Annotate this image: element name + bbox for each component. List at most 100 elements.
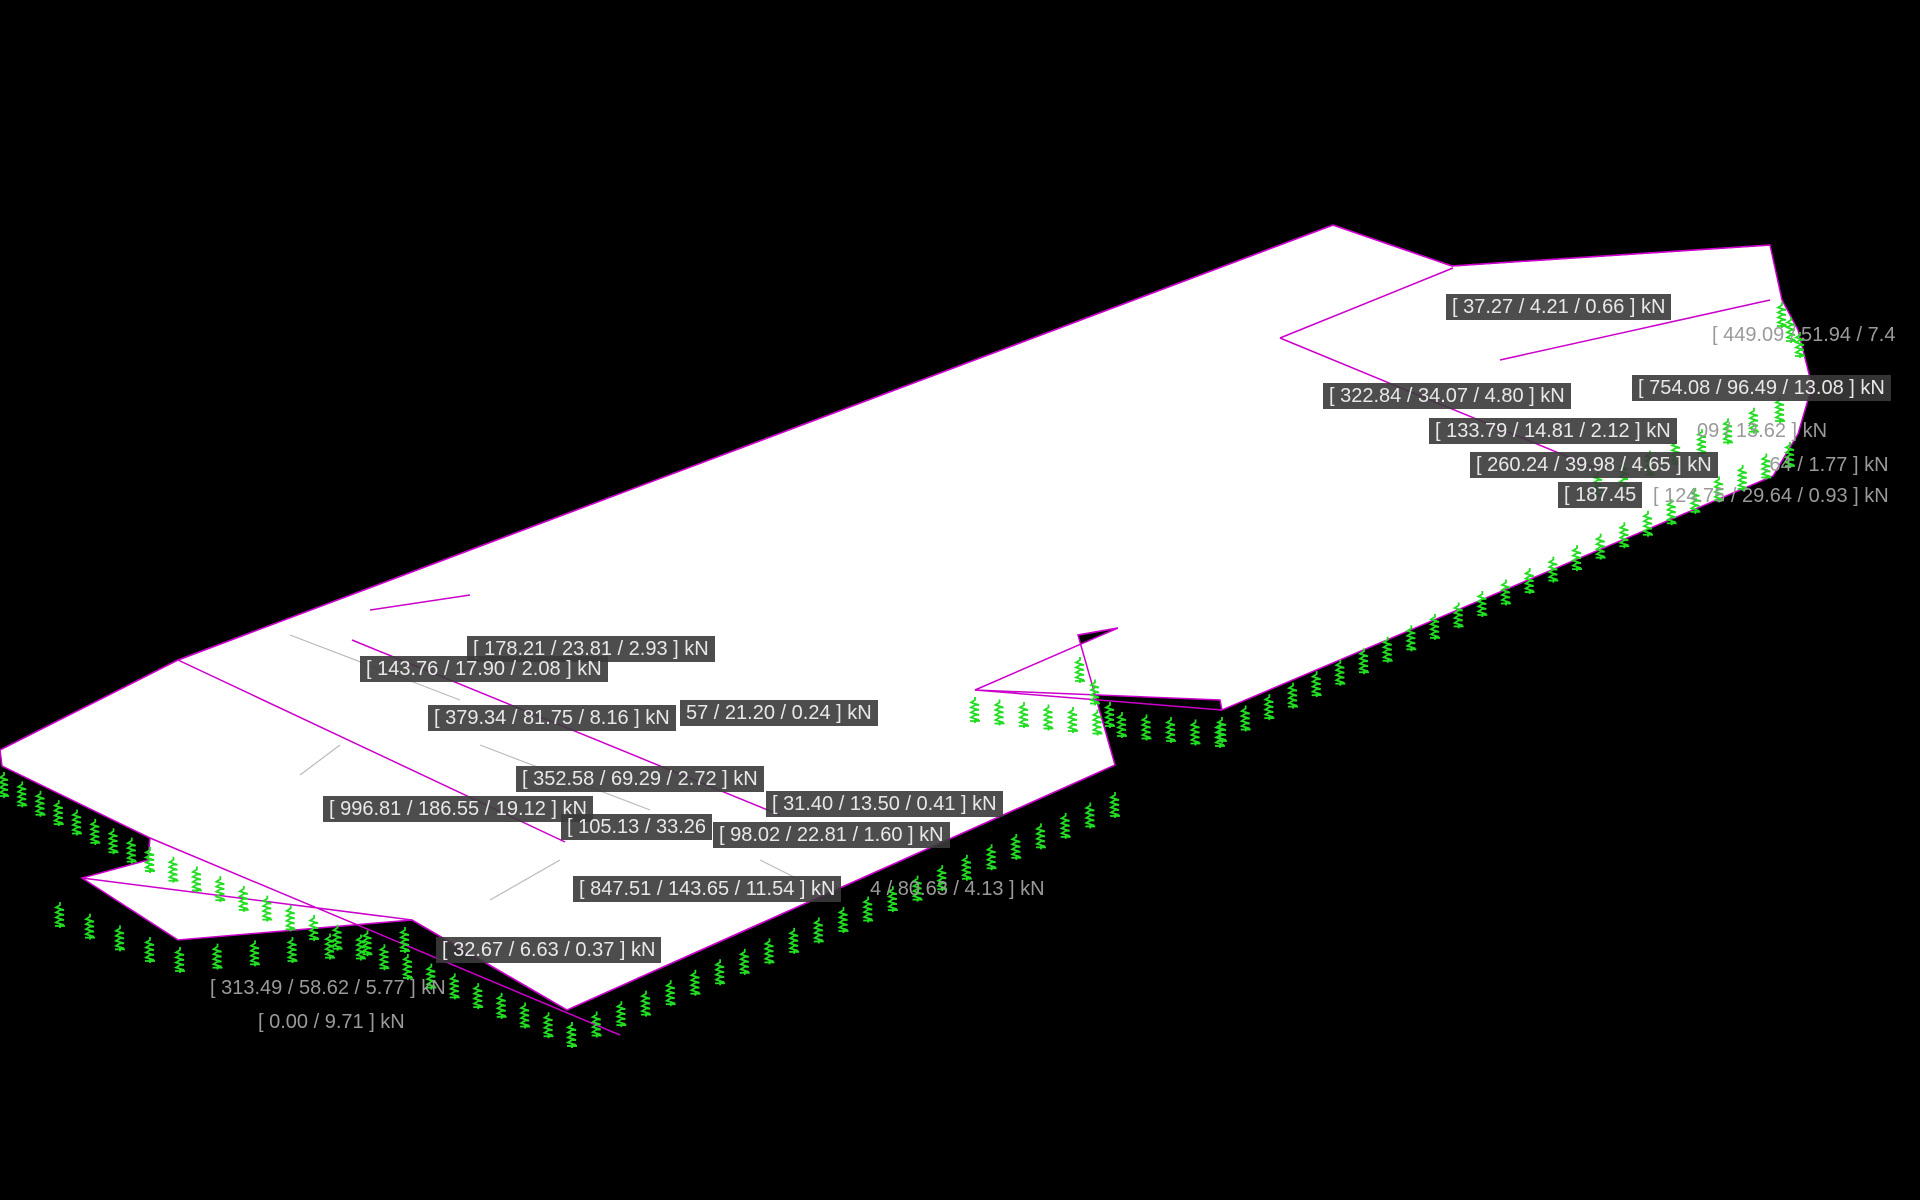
spring-support-icon <box>16 781 28 808</box>
slab-edge-line <box>1451 244 1771 267</box>
reaction-label: [ 352.58 / 69.29 / 2.72 ] kN <box>516 766 764 792</box>
spring-support-icon <box>1108 792 1120 818</box>
spring-support-icon <box>1286 682 1298 709</box>
spring-support-icon <box>1263 694 1275 721</box>
reaction-label: 4 / 80.63 / 4.13 ] kN <box>870 878 1045 900</box>
spring-support-icon <box>1665 499 1677 526</box>
spring-support-icon <box>812 917 824 944</box>
slab-edge-line <box>1332 224 1453 267</box>
spring-support-icon <box>1499 579 1511 606</box>
spring-support-icon <box>862 896 874 923</box>
slab-edge-line <box>0 659 179 751</box>
spring-support-icon <box>331 924 343 951</box>
reaction-label: [ 32.67 / 6.63 / 0.37 ] kN <box>436 937 662 963</box>
spring-support-icon <box>143 847 155 873</box>
spring-support-icon <box>448 973 460 1000</box>
reaction-label: 09 / 13.62 ] kN <box>1697 420 1828 442</box>
spring-supports <box>0 302 1805 1048</box>
spring-support-icon <box>960 854 972 881</box>
spring-support-icon <box>1641 510 1653 537</box>
spring-support-icon <box>70 809 82 836</box>
spring-support-icon <box>936 865 948 892</box>
spring-support-icon <box>1042 704 1054 731</box>
reaction-label: [ 31.40 / 13.50 / 0.41 ] kN <box>766 791 1003 817</box>
spring-support-icon <box>542 1012 554 1039</box>
slab-edge-line <box>369 594 471 611</box>
spring-support-icon <box>107 828 119 855</box>
spring-support-icon <box>1115 712 1127 738</box>
spring-support-icon <box>89 818 101 845</box>
spring-support-icon <box>167 856 179 883</box>
reaction-label: [ 260.24 / 39.98 / 4.65 ] kN <box>1470 452 1718 478</box>
spring-support-icon <box>518 1002 531 1029</box>
spring-support-icon <box>1775 302 1787 328</box>
spring-support-icon <box>1091 709 1103 736</box>
reaction-label: 57 / 21.20 / 0.24 ] kN <box>680 700 878 726</box>
spring-support-icon <box>34 790 46 817</box>
spring-support-icon <box>1010 833 1022 860</box>
spring-support-icon <box>53 902 65 928</box>
spring-support-icon <box>425 963 437 990</box>
spring-support-icon <box>361 930 373 957</box>
spring-support-icon <box>83 913 95 940</box>
spring-support-icon <box>911 875 923 902</box>
spring-support-icon <box>968 697 980 723</box>
spring-support-icon <box>1189 719 1201 746</box>
spring-support-icon <box>1066 707 1078 733</box>
spring-support-icon <box>248 940 260 967</box>
spring-support-icon <box>0 772 9 798</box>
spring-support-icon <box>1793 332 1805 358</box>
spring-support-icon <box>1103 702 1115 728</box>
spring-support-icon <box>1084 802 1096 829</box>
spring-support-icon <box>495 992 507 1019</box>
reaction-label: [ 133.79 / 14.81 / 2.12 ] kN <box>1429 418 1677 444</box>
spring-support-icon <box>398 927 410 953</box>
spring-support-icon <box>590 1011 602 1038</box>
spring-support-icon <box>615 1001 627 1028</box>
spring-support-icon <box>1381 636 1393 663</box>
spring-support-icon <box>1017 702 1029 728</box>
reaction-label: [ 754.08 / 96.49 / 13.08 ] kN <box>1632 375 1891 401</box>
spring-support-icon <box>472 983 484 1010</box>
slab-edge-line <box>1077 627 1119 636</box>
spring-support-icon <box>1164 717 1176 743</box>
spring-support-icon <box>787 927 800 954</box>
spring-support-icon <box>190 866 202 893</box>
reaction-label: [ 313.49 / 58.62 / 5.77 ] kN <box>210 977 446 999</box>
spring-support-icon <box>211 943 223 970</box>
spring-support-icon <box>1747 407 1759 434</box>
spring-support-icon <box>886 886 898 913</box>
spring-support-icon <box>1357 648 1369 675</box>
spring-support-icon <box>113 925 125 952</box>
spring-support-icon <box>713 959 726 986</box>
spring-support-icon <box>738 948 750 975</box>
reaction-label: [ 143.76 / 17.90 / 2.08 ] kN <box>360 656 608 682</box>
spring-support-icon <box>354 934 366 961</box>
spring-support-icon <box>401 953 413 980</box>
spring-support-icon <box>1034 823 1046 850</box>
spring-support-icon <box>1784 317 1796 343</box>
spring-support-icon <box>837 907 849 933</box>
spring-support-icon <box>1618 522 1630 549</box>
spring-support-icon <box>1059 812 1071 839</box>
spring-support-icon <box>1721 418 1733 445</box>
spring-support-icon <box>1405 625 1417 652</box>
spring-support-icon <box>1712 476 1724 503</box>
slab-edge-line <box>411 919 568 1011</box>
spring-support-icon <box>985 844 997 871</box>
slab-edge-line <box>149 837 621 1036</box>
spring-support-icon <box>1570 545 1582 572</box>
spring-support-icon <box>284 905 296 932</box>
spring-support-icon <box>1215 717 1227 743</box>
spring-support-icon <box>378 944 390 971</box>
spring-support-icon <box>1476 590 1488 617</box>
reaction-label: [ 379.34 / 81.75 / 8.16 ] kN <box>428 705 676 731</box>
reaction-label: [ 37.27 / 4.21 / 0.66 ] kN <box>1446 294 1672 320</box>
spring-support-icon <box>1523 568 1535 595</box>
spring-support-icon <box>286 937 298 963</box>
spring-support-icon <box>261 895 273 922</box>
reaction-label: .64 / 1.77 ] kN <box>1764 454 1889 476</box>
spring-support-icon <box>1452 602 1464 629</box>
slab-edge-line <box>177 224 1334 661</box>
